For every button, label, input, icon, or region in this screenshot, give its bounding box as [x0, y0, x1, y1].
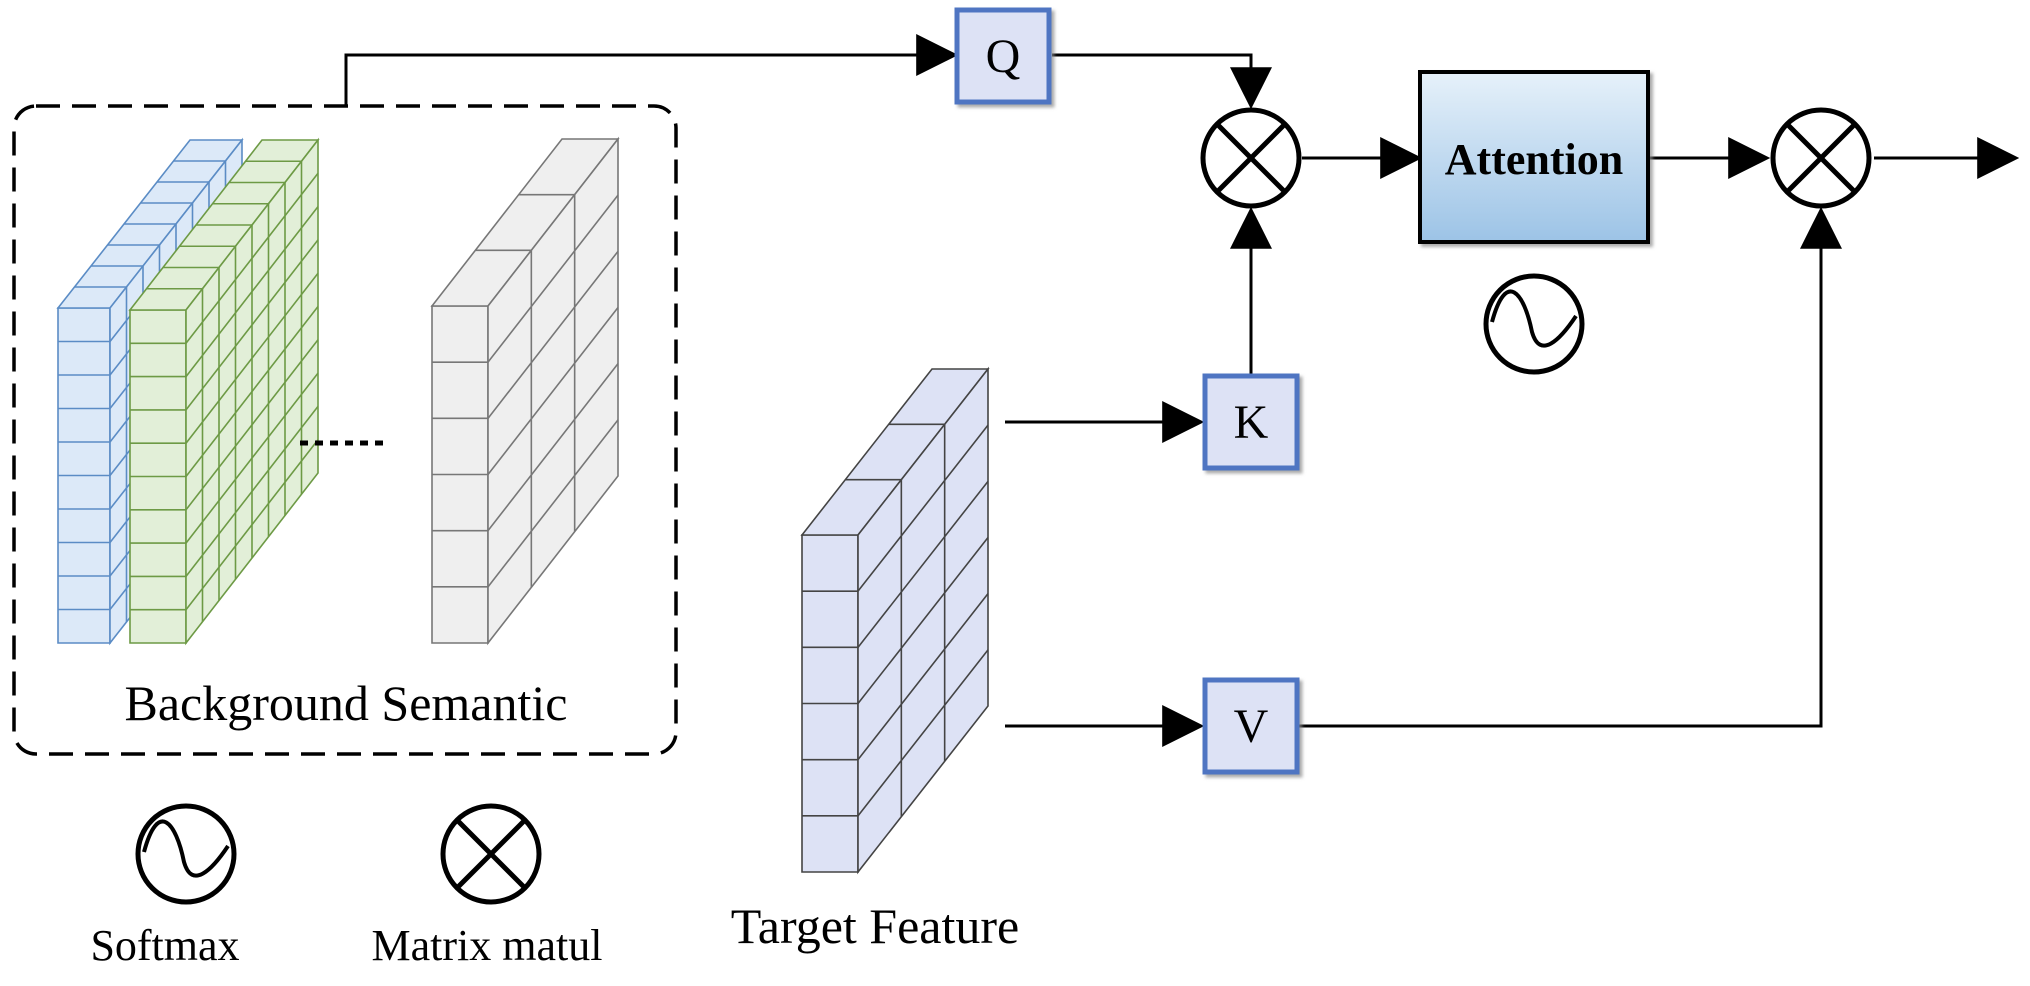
- legend-softmax-icon: [135, 803, 237, 905]
- softmax-icon: [1483, 273, 1585, 375]
- arrow-q-to-matmul: [1052, 53, 1272, 110]
- background-tensors: [56, 136, 620, 646]
- arrow-to-q: [344, 34, 959, 106]
- v-label: V: [1234, 700, 1269, 753]
- legend-matmul-icon: [440, 803, 542, 905]
- arrow-v-to-matmul2: [1298, 206, 1842, 728]
- legend-softmax-label: Softmax: [90, 921, 239, 970]
- target-tensor-grid: [800, 366, 990, 875]
- background-semantic-label: Background Semantic: [125, 675, 568, 731]
- k-node: K: [1202, 373, 1300, 471]
- target-feature-label: Target Feature: [731, 898, 1020, 954]
- gray-tensor: [430, 136, 620, 646]
- q-node: Q: [954, 7, 1052, 105]
- matmul-output-icon: [1770, 107, 1872, 209]
- green-tensor: [128, 137, 320, 646]
- attention-label: Attention: [1445, 135, 1623, 184]
- matmul-icon: [1200, 107, 1302, 209]
- k-label: K: [1234, 396, 1269, 449]
- attention-node: Attention: [1418, 70, 1650, 244]
- q-label: Q: [986, 30, 1021, 83]
- legend-matmul-label: Matrix matul: [372, 921, 603, 970]
- target-feature-tensor: [800, 366, 990, 875]
- v-node: V: [1202, 677, 1300, 775]
